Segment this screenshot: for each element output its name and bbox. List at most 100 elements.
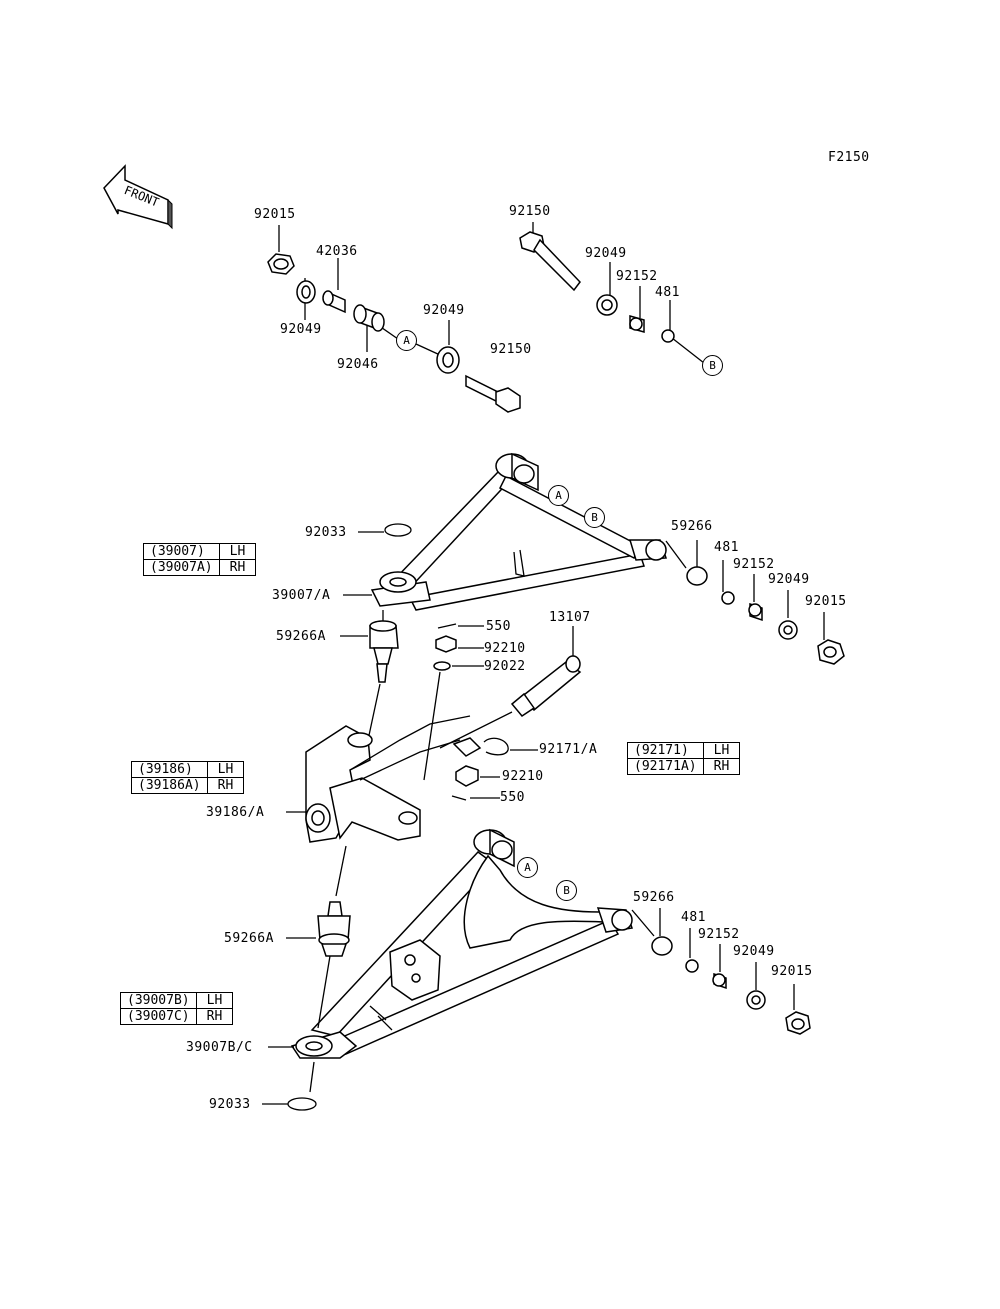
marker-top-a: A (396, 330, 417, 351)
label-top-92150-a: 92150 (509, 204, 551, 219)
seal-92049-top-left (296, 280, 316, 304)
marker-upper-b: B (584, 507, 605, 528)
label-upper-92015: 92015 (805, 594, 847, 609)
label-upper-92049: 92049 (768, 572, 810, 587)
label-mid-550-b: 550 (500, 790, 525, 805)
small-parts-lower-knuckle (451, 737, 538, 801)
seal-92049-lower (746, 990, 766, 1010)
seal-92049-top-mid (436, 346, 460, 374)
table-92171-sides: (92171) LH (92171A) RH (627, 742, 741, 775)
table-cell-part: (39007A) (143, 559, 220, 576)
label-top-92152: 92152 (616, 269, 658, 284)
label-mid-550-a: 550 (486, 619, 511, 634)
table-row: (92171) LH (627, 742, 741, 759)
lower-arm-front-pivot (473, 828, 515, 868)
circlip-481-lower (685, 959, 699, 973)
table-cell-part: (39007) (143, 543, 220, 560)
lower-arm-shock-bracket (369, 939, 441, 1031)
label-mid-92210-a: 92210 (484, 641, 526, 656)
table-39007-sides: (39007) LH (39007A) RH (143, 543, 257, 576)
table-cell-part: (39186A) (131, 777, 208, 794)
table-row: (39007) LH (143, 543, 257, 560)
table-row: (39007C) RH (120, 1008, 234, 1025)
upper-a-arm (370, 452, 668, 611)
circlip-481-top (661, 329, 675, 343)
table-cell-side: RH (195, 1008, 234, 1025)
label-top-481: 481 (655, 285, 680, 300)
table-cell-side: RH (206, 777, 245, 794)
bushing-59266-lower (651, 936, 673, 956)
label-lower-92015: 92015 (771, 964, 813, 979)
label-lower-481: 481 (681, 910, 706, 925)
table-row: (92171A) RH (627, 758, 741, 775)
table-cell-part: (39186) (131, 761, 208, 778)
bolt-92150-lower (465, 374, 521, 413)
nut-92015-upper (817, 639, 845, 665)
label-top-92049-b: 92049 (423, 303, 465, 318)
bolt-92150-upper (519, 231, 581, 292)
bearing-92046 (353, 304, 385, 332)
seal-92049-upper (778, 620, 798, 640)
upper-arm-ball-joint-boss (370, 571, 431, 607)
label-upper-59266A: 59266A (276, 629, 326, 644)
lower-arm-hardware (631, 908, 811, 1035)
label-upper-481: 481 (714, 540, 739, 555)
label-upper-92152: 92152 (733, 557, 775, 572)
marker-upper-a: A (548, 485, 569, 506)
snap-ring-92033-upper (358, 523, 412, 537)
collar-92152-upper (748, 602, 763, 622)
table-row: (39007A) RH (143, 559, 257, 576)
lower-arm-ball-joint-boss (290, 1031, 358, 1059)
small-parts-upper-knuckle (423, 623, 484, 781)
lower-arm-rear-pivot (596, 907, 633, 933)
upper-arm-hardware (665, 540, 845, 665)
label-mid-92210-b: 92210 (502, 769, 544, 784)
label-top-92015: 92015 (254, 207, 296, 222)
table-cell-part: (39007C) (120, 1008, 197, 1025)
nut-92015-top (267, 253, 295, 275)
table-row: (39186) LH (131, 761, 245, 778)
label-top-92049-c: 92049 (585, 246, 627, 261)
nut-92015-lower (785, 1011, 811, 1035)
ball-joint-59266A-lower (286, 845, 351, 1029)
table-cell-side: LH (702, 742, 741, 759)
label-top-42036: 42036 (316, 244, 358, 259)
label-mid-13107: 13107 (549, 610, 591, 625)
table-cell-side: LH (218, 543, 257, 560)
label-lower-92033: 92033 (209, 1097, 251, 1112)
upper-arm-rear-pivot (628, 539, 668, 561)
table-cell-side: LH (195, 992, 234, 1009)
marker-lower-a: A (517, 857, 538, 878)
table-cell-side: RH (218, 559, 257, 576)
label-lower-92152: 92152 (698, 927, 740, 942)
ball-joint-59266A-upper (340, 610, 399, 741)
upper-arm-front-pivot (495, 452, 539, 492)
collar-92152-lower (712, 972, 727, 990)
collar-42036 (322, 290, 346, 314)
table-cell-part: (92171A) (627, 758, 704, 775)
label-lower-39007BC: 39007B/C (186, 1040, 253, 1055)
label-top-92049-a: 92049 (280, 322, 322, 337)
label-top-92046: 92046 (337, 357, 379, 372)
label-upper-59266: 59266 (671, 519, 713, 534)
label-lower-59266A: 59266A (224, 931, 274, 946)
label-upper-39007A: 39007/A (272, 588, 331, 603)
marker-top-b: B (702, 355, 723, 376)
label-top-92150-b: 92150 (490, 342, 532, 357)
front-arrow-icon: FRONT (103, 164, 173, 230)
label-upper-92033: 92033 (305, 525, 347, 540)
diagram-code: F2150 (828, 150, 870, 165)
label-lower-92049: 92049 (733, 944, 775, 959)
collar-92152-top (629, 315, 645, 333)
snap-ring-92033-lower (262, 1061, 317, 1111)
lower-a-arm (290, 828, 633, 1059)
label-mid-39186A: 39186/A (206, 805, 265, 820)
table-row: (39186A) RH (131, 777, 245, 794)
label-mid-92022: 92022 (484, 659, 526, 674)
table-cell-side: RH (702, 758, 741, 775)
knuckle-39186 (286, 715, 471, 843)
bushing-59266-upper (686, 566, 708, 586)
table-39186-sides: (39186) LH (39186A) RH (131, 761, 245, 794)
